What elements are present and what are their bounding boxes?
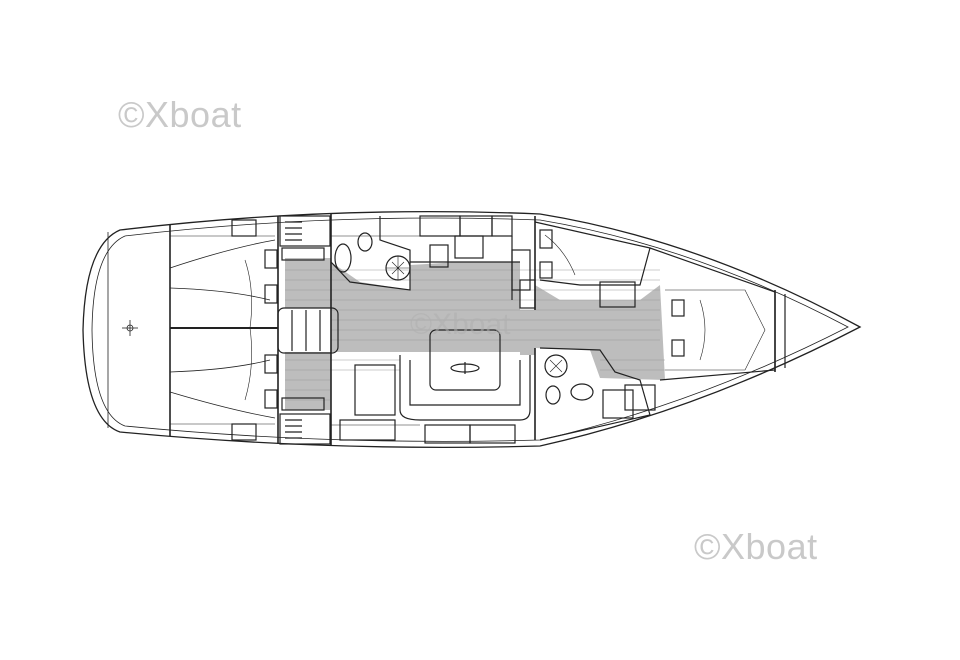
- cabin-sole-floor: [285, 258, 665, 410]
- interior-walls: [169, 214, 786, 446]
- hull-outline: [82, 210, 862, 449]
- compass-icon: [122, 320, 138, 336]
- watermark-bottom-right: ©Xboat: [694, 526, 818, 567]
- watermark-top-left: ©Xboat: [118, 94, 242, 135]
- watermark-center: ©Xboat: [410, 308, 511, 341]
- hull-inner: [91, 217, 849, 442]
- floor-planking: [285, 269, 665, 401]
